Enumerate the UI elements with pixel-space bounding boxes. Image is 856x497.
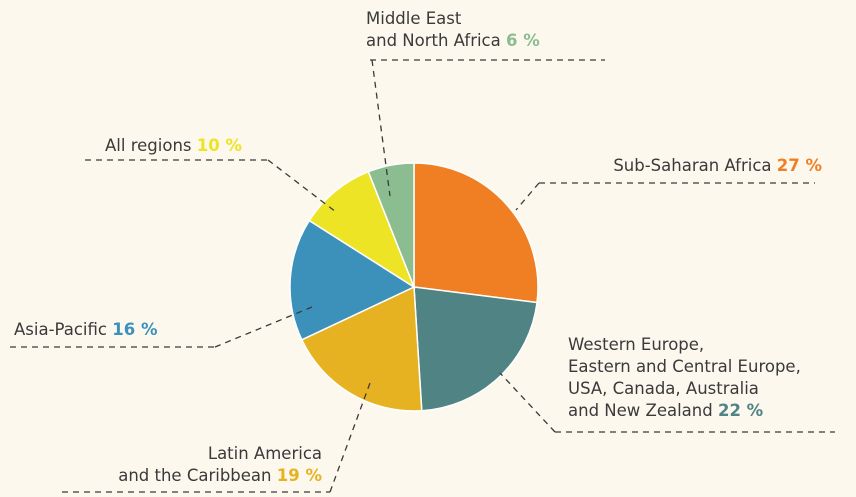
slice-label-sub-saharan-africa: Sub-Saharan Africa 27 % [540,155,822,177]
slice-label-text: Middle East [366,9,462,28]
slice-percentage: 16 % [112,320,158,339]
slice-label-latin-america-and-the-caribbean: Latin America and the Caribbean 19 % [60,443,322,487]
slice-label-line: and North Africa 6 % [366,30,606,52]
slice-label-text: and the Caribbean [118,466,272,485]
slice-label-line: Middle East [366,8,606,30]
slice-label-line: and New Zealand 22 % [568,400,853,422]
slice-label-line: Sub-Saharan Africa 27 % [540,155,822,177]
slice-label-text: All regions [105,136,192,155]
slice-label-text: Latin America [207,444,322,463]
slice-label-text: Sub-Saharan Africa [613,156,772,175]
leader-line-western-europe [499,372,556,433]
slice-label-line: Asia-Pacific 16 % [14,319,214,341]
slice-label-line: Western Europe, [568,334,853,356]
leader-line-sub-saharan [515,182,540,211]
slice-label-asia-pacific: Asia-Pacific 16 % [14,319,214,341]
leader-line-all-regions [267,159,337,213]
slice-label-all-regions: All regions 10 % [60,135,242,157]
pie-slice-all-regions [308,170,416,289]
slice-percentage: 10 % [196,136,242,155]
slice-label-text: USA, Canada, Australia [568,379,759,398]
slice-label-line: USA, Canada, Australia [568,378,853,400]
slice-label-text: Western Europe, [568,335,705,354]
leader-line-latin-america [329,382,371,493]
pie-slice-western-europe-eastern-and-central-europe-usa-canada-australia-and-new-zealand [413,286,538,412]
slice-label-text: and New Zealand [568,401,713,420]
leader-line-middle-east [371,59,391,197]
pie-slice-latin-america-and-the-caribbean [300,285,423,412]
slice-label-western-europe-eastern-and-central-europe-usa-canada-australia-and-new-zealand: Western Europe, Eastern and Central Europ… [568,334,853,422]
pie-slice-middle-east-and-north-africa [367,162,415,288]
slice-label-line: All regions 10 % [60,135,242,157]
pie-slice-asia-pacific [289,219,416,341]
slice-percentage: 6 % [506,31,540,50]
slice-percentage: 19 % [276,466,322,485]
slice-label-text: and North Africa [366,31,501,50]
slice-percentage: 22 % [717,401,764,420]
slice-label-line: Eastern and Central Europe, [568,356,853,378]
slice-label-middle-east-and-north-africa: Middle East and North Africa 6 % [366,8,606,52]
slice-label-line: Latin America [60,443,322,465]
slice-label-text: Eastern and Central Europe, [568,357,801,376]
pie-slice-sub-saharan-africa [413,162,539,304]
slice-label-text: Asia-Pacific [14,320,107,339]
slice-percentage: 27 % [776,156,822,175]
slice-label-line: and the Caribbean 19 % [60,465,322,487]
